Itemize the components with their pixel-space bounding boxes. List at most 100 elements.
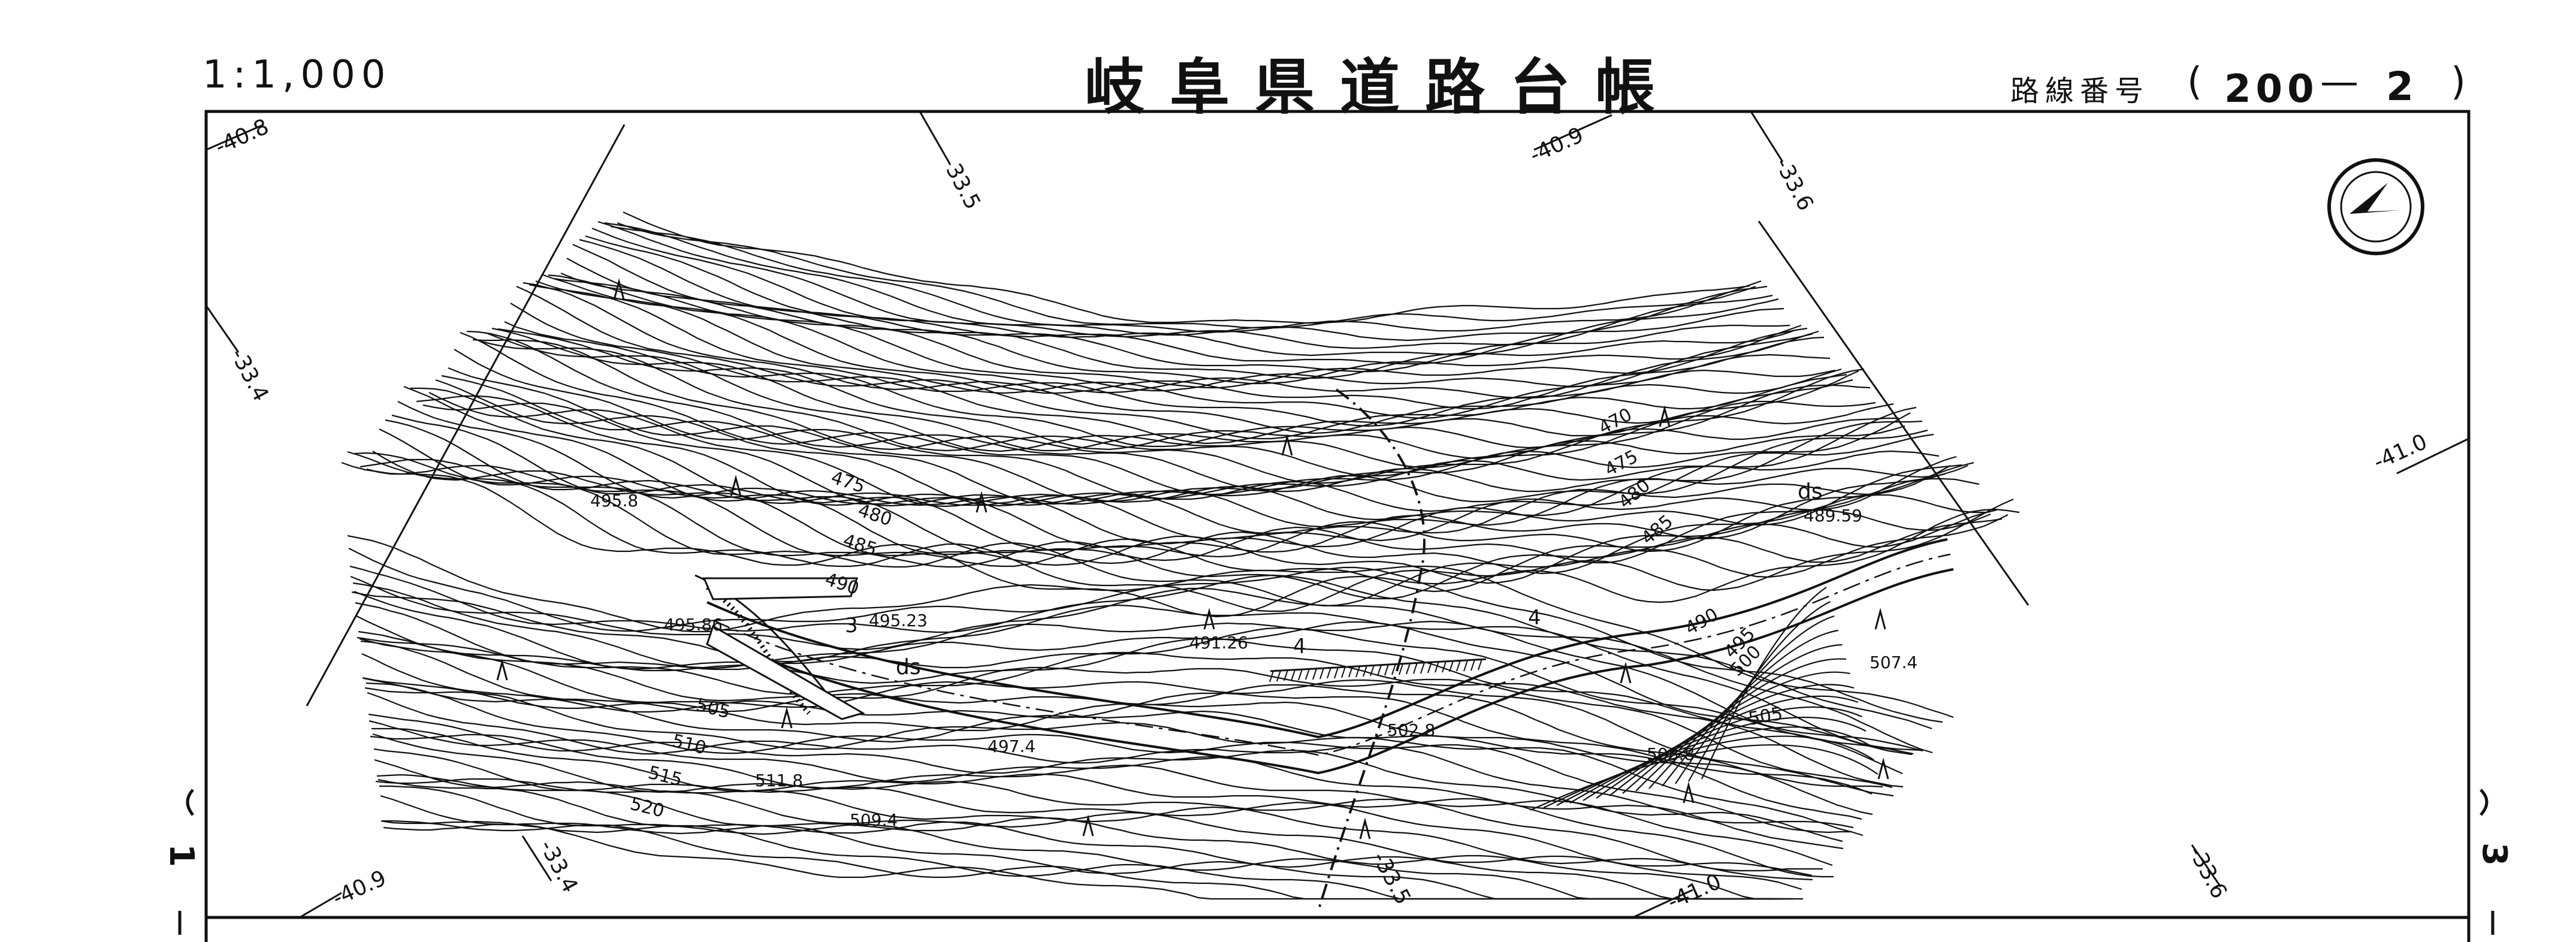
- contour-line: [351, 591, 1922, 751]
- contour-line: [485, 331, 1876, 469]
- station-mark: 3: [845, 614, 858, 638]
- route-paren-close: ): [2451, 60, 2466, 104]
- contour-label: 490: [1682, 604, 1722, 639]
- contour-line: [385, 419, 1980, 564]
- contour-line: [610, 225, 1762, 333]
- contour-line: [497, 328, 1865, 451]
- grid-label-bottom-a: -40.9: [329, 866, 390, 911]
- spot-height: 502.8: [1387, 720, 1435, 740]
- contour-line: [349, 565, 1932, 730]
- contour-line: [370, 733, 1833, 866]
- contour-line: [359, 638, 1894, 797]
- spot-height: 495.23: [869, 611, 928, 630]
- grid-label-top-left: -40.8: [212, 114, 273, 159]
- route-number-label: 路線番号: [2010, 74, 2150, 108]
- contour-line: [510, 303, 1853, 445]
- spot-height: 491.26: [1189, 633, 1248, 653]
- grid-label-top-c: -33.6: [1770, 154, 1818, 215]
- spot-height: 508.8: [1647, 744, 1695, 764]
- contour-line: [367, 692, 1854, 829]
- grid-label-bottom-e: -33.6: [2184, 842, 2231, 903]
- contour-line: [435, 379, 1934, 512]
- contour-line: [363, 677, 1862, 820]
- contour-line: [374, 759, 1813, 881]
- grid-labels: -40.8 -33.5 -40.9 -33.6 -33.4 -41.0 -40.…: [212, 114, 2431, 914]
- contour-line: [341, 461, 2020, 618]
- spot-height: 497.4: [987, 736, 1035, 756]
- contour-line: [378, 778, 1792, 900]
- contour-line: [479, 340, 1894, 477]
- contour-line: [472, 339, 1899, 484]
- contour-line: [416, 395, 1951, 535]
- contour-line: [1622, 671, 1850, 794]
- map-scale: 1:1,000: [203, 53, 392, 97]
- contour-line: [1635, 658, 1847, 792]
- spot-heights: 495.8 495.86 495.23 491.26 497.4 502.8 5…: [590, 491, 1917, 830]
- station-mark: 4: [1293, 635, 1306, 659]
- grid-label-left-mid: -33.4: [225, 345, 273, 406]
- contour-line: [373, 748, 1813, 877]
- grid-label-top-a: -33.5: [937, 153, 985, 214]
- contour-line: [348, 548, 1943, 723]
- spot-height: 507.4: [1870, 653, 1917, 672]
- contour-line: [504, 321, 1859, 448]
- contour-line: [391, 414, 1974, 558]
- sheet-number-right: 3: [2475, 789, 2514, 935]
- contour-line: [1609, 684, 1855, 796]
- ds-mark: ds: [896, 655, 921, 680]
- contour-line: [380, 795, 1783, 900]
- station-mark: 4: [1528, 606, 1541, 630]
- contour-line: [347, 451, 2014, 612]
- contour-line: [623, 211, 1750, 324]
- grid-label-right-mid: -41.0: [2370, 430, 2431, 475]
- contour-line: [1583, 706, 1862, 801]
- contour-line: [1596, 695, 1859, 799]
- spot-height: 511.8: [755, 771, 803, 790]
- contour-line: [585, 235, 1784, 365]
- contour-label: 520: [628, 793, 666, 822]
- contour-line: [358, 630, 1893, 789]
- contour-label: 485: [1638, 511, 1677, 550]
- contour-line: [604, 222, 1768, 342]
- strip-boundary-left: [306, 124, 626, 707]
- contour-line: [372, 451, 1991, 584]
- sheet-number-left-text: 1: [162, 844, 201, 867]
- spot-height: 495.86: [664, 615, 723, 635]
- contour-line: [350, 575, 1933, 754]
- contour-line: [441, 375, 1928, 505]
- contour-line: [366, 464, 1997, 593]
- contour-label: 515: [646, 762, 684, 791]
- sheet-number-left: 1: [162, 789, 201, 935]
- contour-line: [352, 582, 1923, 752]
- grid-ticks: [205, 111, 2469, 919]
- route-dash: —: [2320, 60, 2358, 104]
- contour-line: [368, 713, 1843, 843]
- contour-line: [372, 733, 1823, 872]
- contour-line: [491, 327, 1871, 460]
- contour-line: [1701, 587, 1827, 780]
- route-number: 200: [2224, 67, 2319, 111]
- contour-line: [410, 387, 1957, 542]
- north-arrow-icon: [2327, 158, 2424, 255]
- contour-line: [566, 258, 1802, 385]
- contour-line: [523, 282, 1842, 434]
- map-frame: [204, 110, 2471, 919]
- spot-height: 489.59: [1804, 506, 1862, 526]
- vegetation-symbols: [496, 278, 1889, 840]
- contour-line: [354, 452, 2009, 607]
- contour-line: [364, 687, 1864, 837]
- contour-line: [591, 227, 1779, 357]
- contour-label: 505: [1747, 703, 1784, 729]
- spot-height: 509.4: [850, 810, 898, 830]
- contour-line: [1530, 744, 1879, 811]
- contour-line: [597, 221, 1773, 349]
- contour-line: [357, 636, 1904, 788]
- contour-line: [541, 273, 1825, 410]
- contour-line: [428, 392, 1940, 521]
- contour-line: [376, 774, 1803, 900]
- contour-line: [454, 349, 1917, 500]
- contour-line: [572, 243, 1796, 379]
- contour-line: [372, 727, 1834, 878]
